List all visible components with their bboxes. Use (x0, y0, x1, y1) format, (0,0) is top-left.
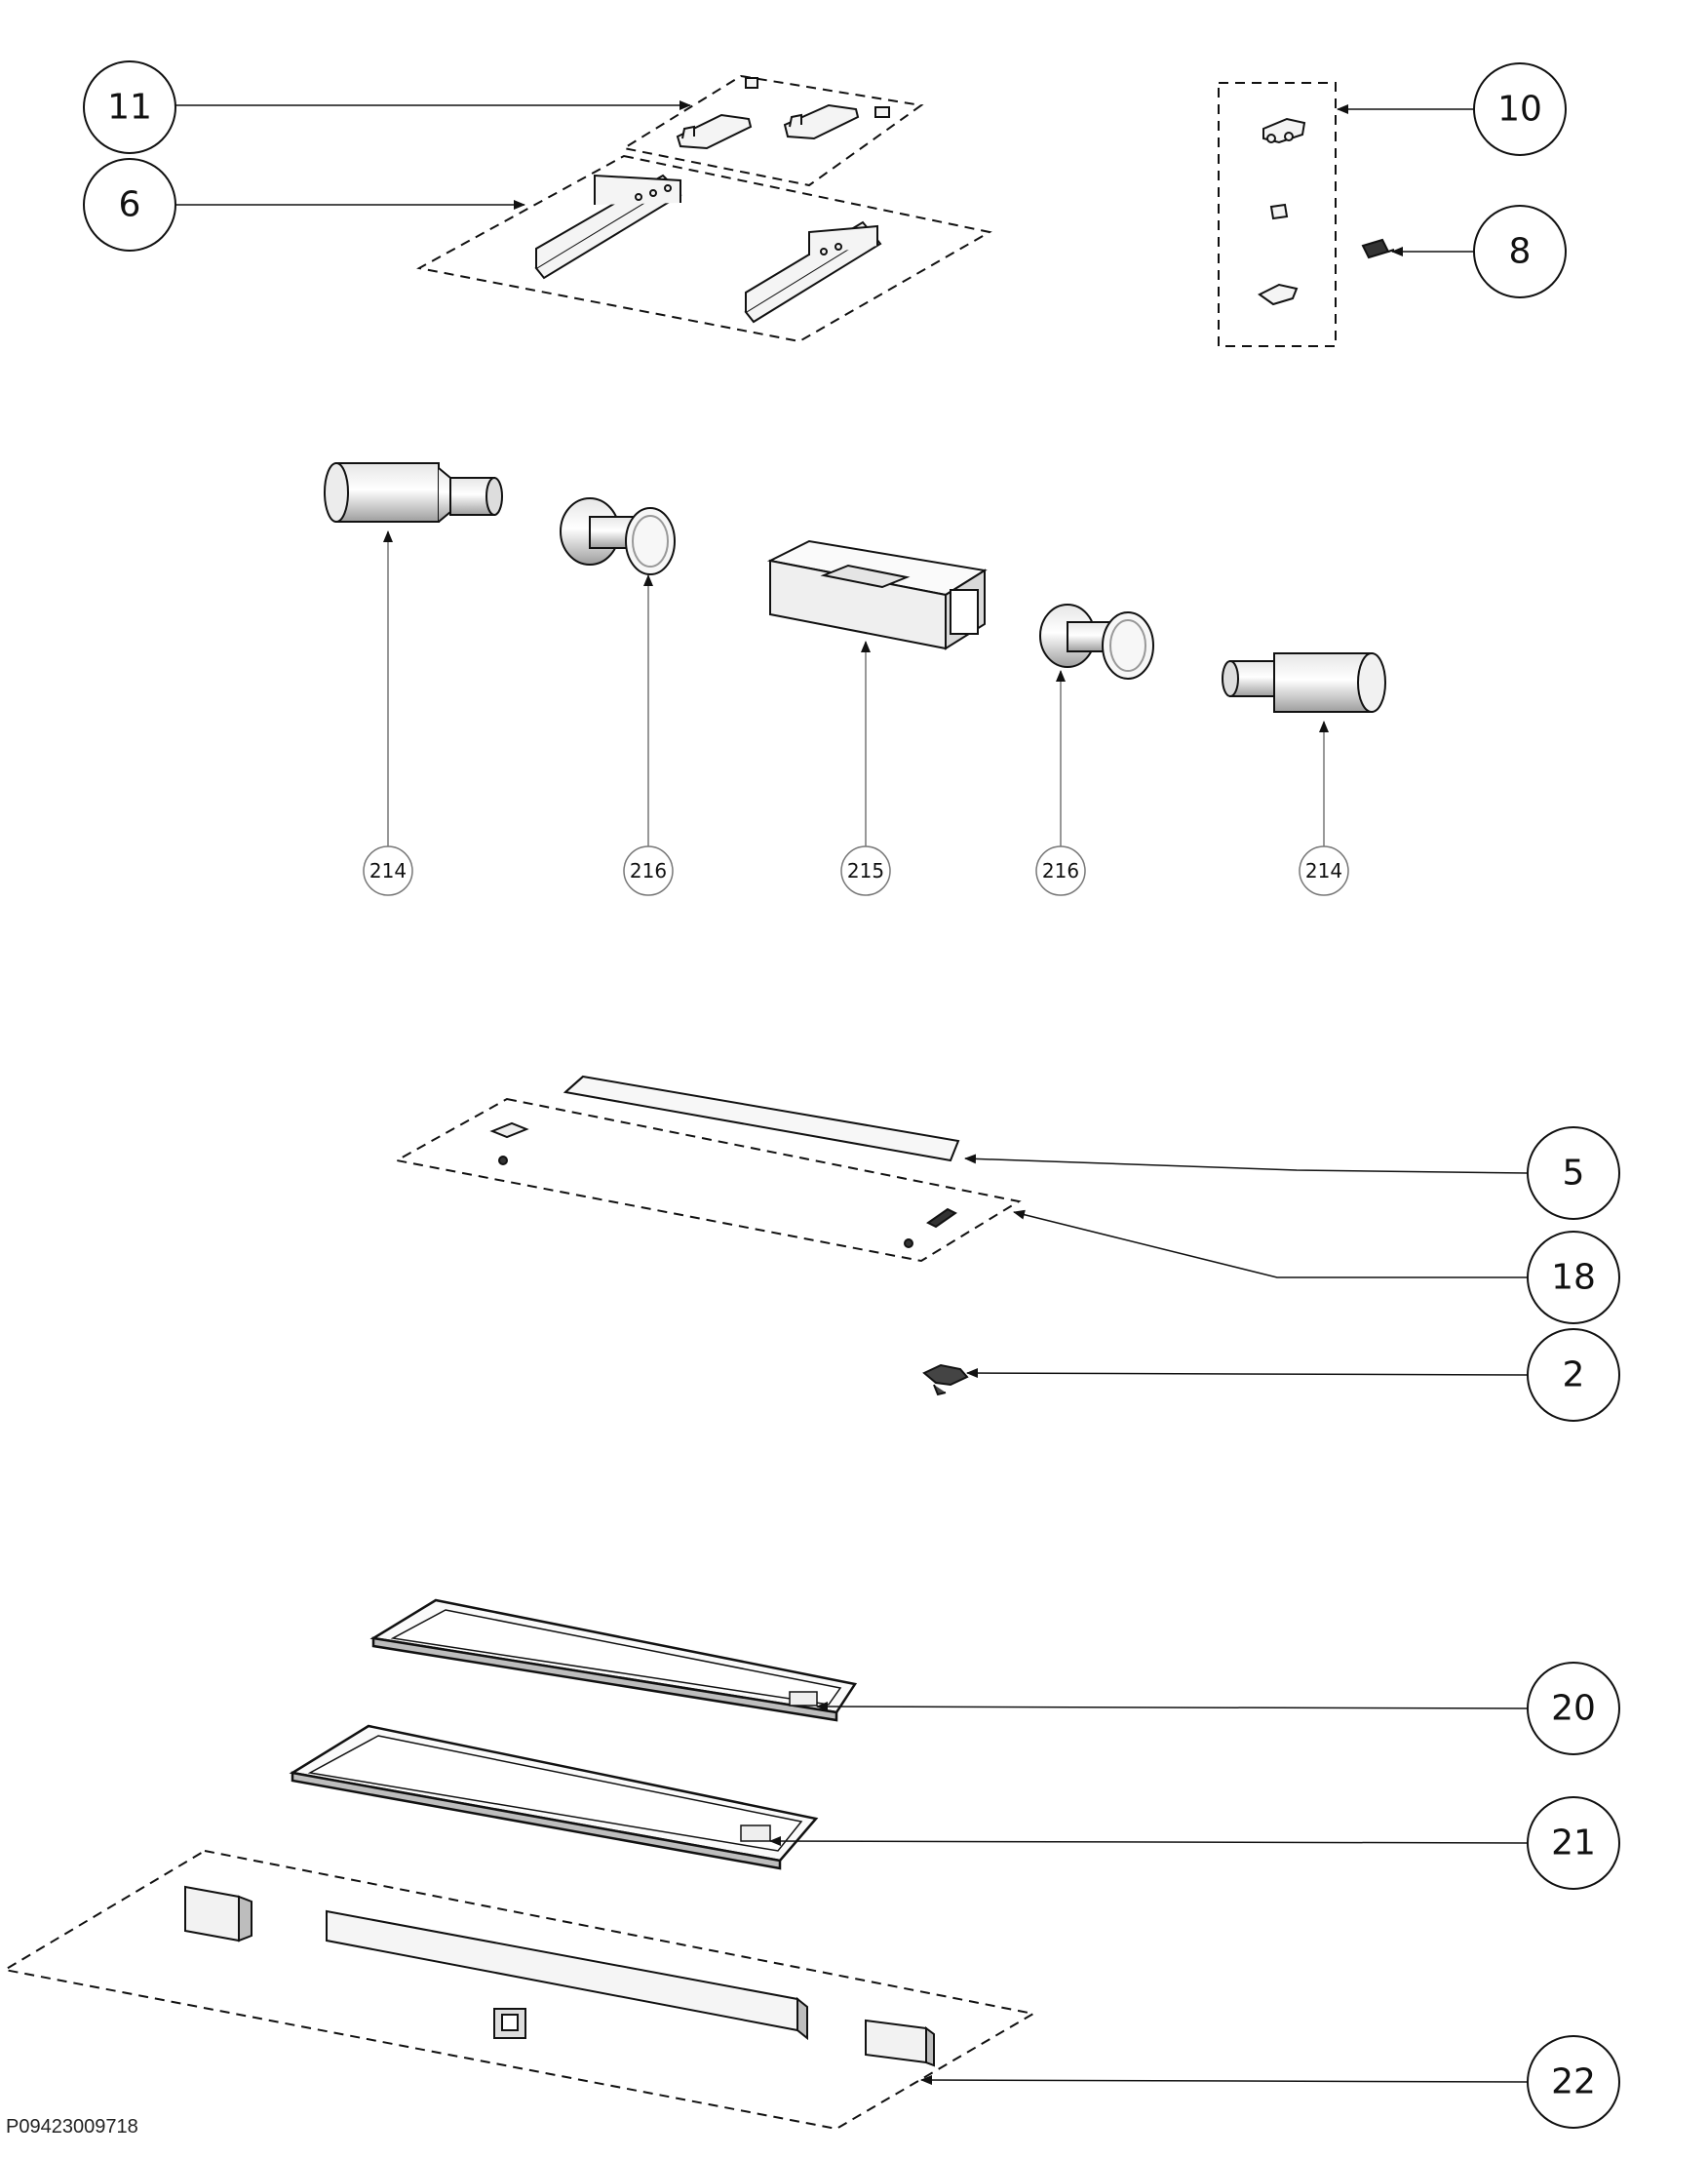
part-214-right (1222, 652, 1386, 713)
group-18-dashed-outline (394, 1097, 1022, 1263)
part-215-housing (766, 539, 988, 650)
part-5-strip (563, 1075, 960, 1162)
group-6-dashed-outline (416, 154, 992, 343)
part-2-clip (922, 1363, 969, 1396)
callout-6-label: 6 (119, 185, 141, 225)
part-6-slide-rails (534, 174, 882, 324)
callout-216-left: 216 (623, 574, 674, 896)
callout-18: 18 (1013, 1209, 1620, 1324)
part-20-panel (369, 1598, 858, 1722)
callout-8-label: 8 (1509, 232, 1532, 272)
callout-2: 2 (966, 1328, 1620, 1422)
callout-215-label: 215 (847, 859, 884, 883)
callout-2-label: 2 (1563, 1355, 1585, 1395)
callout-6: 6 (83, 158, 525, 252)
callout-214-right: 214 (1299, 721, 1349, 896)
group-11-dashed-outline (621, 74, 924, 187)
callout-18-label: 18 (1551, 1258, 1596, 1298)
callout-11: 11 (83, 60, 691, 154)
callout-10: 10 (1337, 62, 1567, 156)
callout-216-left-label: 216 (630, 859, 667, 883)
group-10-dashed-outline (1218, 82, 1337, 347)
part-22-components (184, 1885, 935, 2067)
callout-8: 8 (1391, 205, 1567, 298)
callout-21: 21 (769, 1796, 1620, 1890)
callout-10-label: 10 (1497, 90, 1542, 130)
part-216-left (560, 497, 676, 575)
callout-214-left-label: 214 (369, 859, 407, 883)
document-id: P09423009718 (6, 2116, 138, 2138)
callout-216-right-label: 216 (1042, 859, 1079, 883)
part-214-left (324, 462, 503, 523)
callout-21-label: 21 (1551, 1824, 1596, 1864)
callout-20-label: 20 (1551, 1689, 1596, 1729)
callout-5: 5 (964, 1126, 1620, 1220)
part-21-panel (289, 1724, 819, 1870)
part-8-clip (1361, 238, 1395, 259)
callout-215: 215 (840, 641, 891, 896)
callout-22: 22 (920, 2035, 1620, 2129)
part-11-brackets (676, 77, 890, 150)
callout-216-right: 216 (1035, 670, 1086, 896)
part-216-right (1039, 604, 1154, 680)
group-22-dashed-outline (2, 1849, 1036, 2131)
part-10-clips (1258, 117, 1306, 306)
callout-214-left: 214 (363, 530, 413, 896)
callout-22-label: 22 (1551, 2062, 1596, 2102)
callout-20: 20 (816, 1662, 1620, 1755)
part-18-fittings (489, 1121, 957, 1248)
callout-5-label: 5 (1563, 1154, 1585, 1194)
callout-11-label: 11 (107, 88, 152, 128)
callout-214-right-label: 214 (1305, 859, 1342, 883)
